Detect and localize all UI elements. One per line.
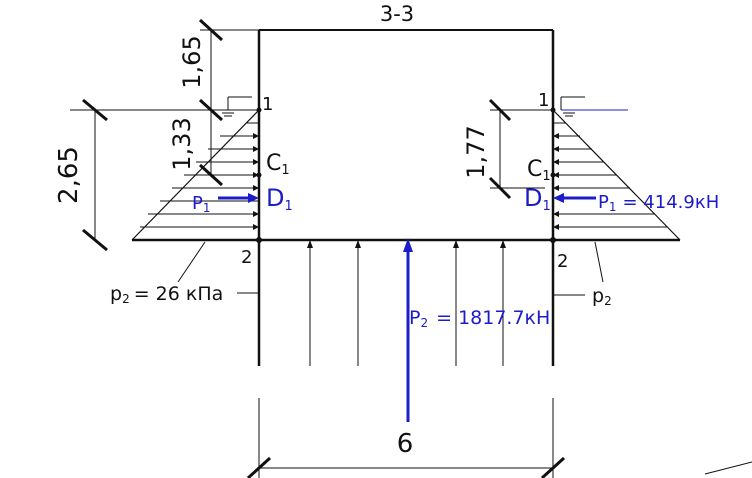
centroid-right-dot: [550, 172, 556, 178]
node-2-left: [256, 237, 262, 243]
soil-reaction-arrows: [309, 240, 504, 366]
force-P2-label: P2= 1817.7кН: [409, 307, 550, 330]
dim-tick: [488, 98, 512, 122]
right-pressure-arrows: [553, 122, 667, 228]
dim-tick: [246, 456, 272, 478]
force-point-right-label: D1: [524, 184, 551, 214]
nodes: [256, 107, 556, 243]
geometry: [70, 18, 752, 478]
node-1-right: [550, 107, 556, 113]
left-pressure-arrows: [140, 122, 259, 228]
dim-left-centroid-value: 1,33: [168, 117, 196, 170]
point-label-2-left: 2: [241, 247, 252, 268]
centroid-left-dot: [256, 172, 262, 178]
dim-tick: [540, 456, 566, 478]
dim-tick: [82, 98, 108, 122]
point-label-1-left: 1: [262, 94, 273, 115]
leader-p2-left: [177, 241, 206, 283]
force-P1-right-label: P1= 414.9кН: [598, 192, 719, 214]
dim-bottom-value: 6: [397, 429, 414, 459]
dim-tick: [198, 18, 224, 42]
force-P1-left-label: P1: [192, 193, 211, 215]
dim-tick: [82, 228, 108, 252]
dim-tick: [488, 176, 512, 200]
section-title: 3-3: [380, 2, 414, 26]
p2-right-label: p2: [592, 285, 612, 308]
dim-left-value: 2,65: [54, 146, 84, 204]
force-point-left-label: D1: [266, 184, 293, 214]
dim-tick: [198, 163, 224, 187]
p2-left-label: p2= 26 кПа: [110, 283, 223, 306]
centroid-left-label: C1: [266, 151, 290, 178]
centroid-right-label: C1: [527, 157, 551, 184]
dim-right-centroid-value: 1,77: [462, 125, 490, 178]
water-level-right: [560, 96, 628, 117]
point-label-1-right: 1: [538, 90, 549, 111]
leader-p2-right: [594, 241, 604, 283]
water-level-left: [222, 96, 252, 117]
point-label-2-right: 2: [557, 251, 568, 272]
node-1-left: [256, 107, 262, 113]
dim-top-value: 1,65: [178, 35, 206, 88]
node-2-right: [550, 237, 556, 243]
